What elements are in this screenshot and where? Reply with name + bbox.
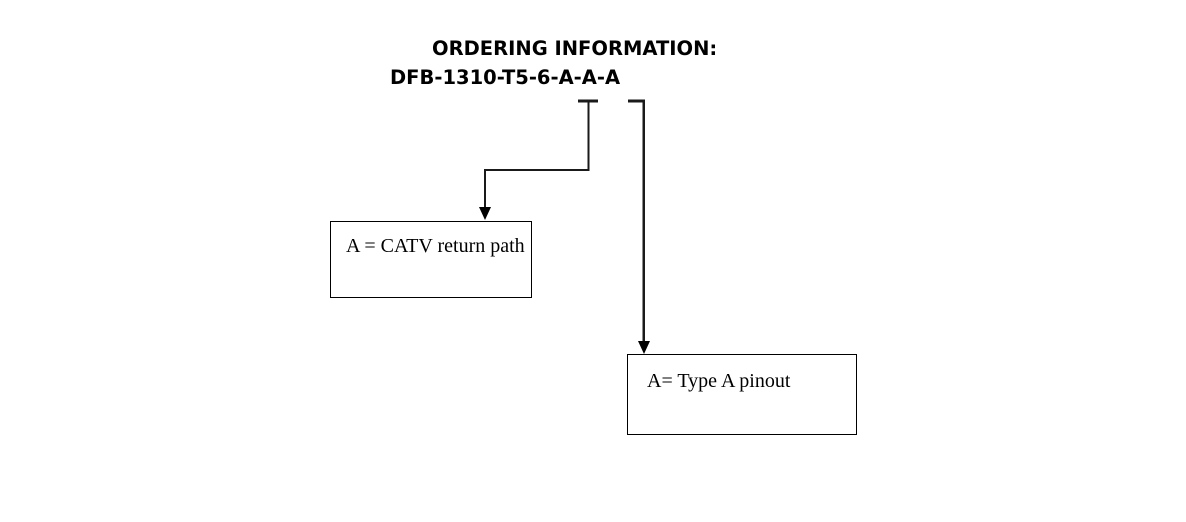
callout-label: A= Type A pinout [647, 370, 791, 392]
arrowhead-icon [638, 341, 650, 354]
callout-label: A = CATV return path [346, 235, 525, 257]
arrowhead-icon [479, 207, 491, 220]
callout-box-catv-return-path: A = CATV return path [330, 221, 532, 298]
page-title: ORDERING INFORMATION: [432, 37, 718, 60]
part-number-label: DFB-1310-T5-6-A-A-A [390, 66, 621, 89]
connector-type-a-pinout [628, 99, 650, 354]
callout-box-type-a-pinout: A= Type A pinout [627, 354, 857, 435]
connector-catv-return-path [479, 99, 598, 220]
